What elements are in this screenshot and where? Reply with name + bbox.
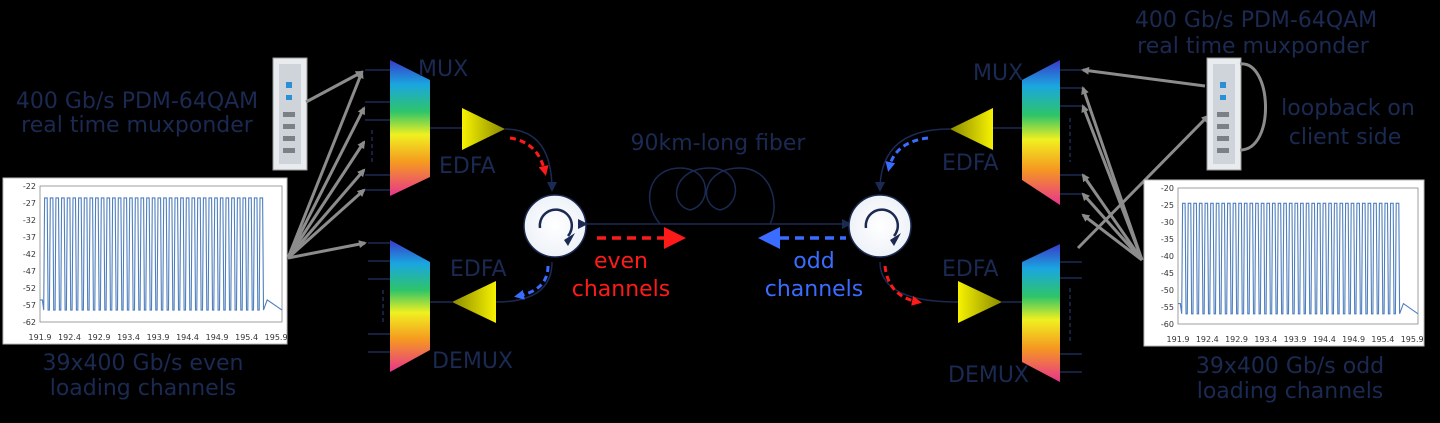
odd-label-2: channels: [765, 277, 864, 302]
left-mux: MUX: [365, 57, 468, 196]
left-chart-y-tick: -22: [23, 182, 36, 191]
right-transponder-card: [1206, 57, 1242, 171]
right-circulator: [848, 128, 959, 303]
left-chart-y-tick: -47: [23, 267, 36, 276]
loopback-arrow: [1239, 62, 1267, 152]
right-chart-y-tick: -45: [1161, 269, 1174, 278]
left-chart-x-tick: 194.4: [176, 333, 199, 342]
left-edfa-bottom: EDFA: [430, 257, 507, 323]
right-demux-label: DEMUX: [948, 363, 1029, 388]
left-even-input-arrow: [509, 136, 549, 176]
left-loading-label-1: 39x400 Gb/s even: [43, 351, 244, 376]
right-chart-x-tick: 192.9: [1225, 335, 1248, 344]
left-loading-label-2: loading channels: [50, 376, 237, 401]
odd-channels-arrowhead: [758, 227, 780, 249]
left-spectrum-chart: -22 -27 -32 -37 -42 -47 -52 -57 -62 191.9 192.4 192…: [2, 177, 288, 345]
left-chart-x-tick: 194.9: [206, 333, 229, 342]
right-chart-y-tick: -20: [1161, 184, 1174, 193]
left-edfa-top-label: EDFA: [439, 154, 496, 179]
loopback-label-1: loopback on: [1281, 96, 1415, 121]
left-chart-x-tick: 193.4: [117, 333, 140, 342]
left-chart-y-tick: -37: [23, 233, 36, 242]
left-chart-x-tick: 191.9: [29, 333, 52, 342]
right-edfa-bottom-label: EDFA: [942, 257, 999, 282]
right-edfa-bottom: EDFA: [942, 257, 1022, 323]
right-loading-label-1: 39x400 Gb/s odd: [1196, 354, 1384, 379]
fiber-spool: [649, 167, 775, 225]
right-mux: MUX: [973, 60, 1082, 205]
left-odd-output-arrow: [514, 265, 550, 300]
right-chart-y-tick: -25: [1161, 201, 1174, 210]
left-demux-label: DEMUX: [432, 349, 513, 374]
left-edfa-top: EDFA: [439, 108, 505, 179]
right-spectrum-trace: [1178, 202, 1419, 315]
left-chart-x-tick: 193.9: [147, 333, 170, 342]
left-chart-y-tick: -57: [23, 301, 36, 310]
right-odd-input-arrow: [885, 136, 929, 172]
left-chart-x-tick: 192.4: [58, 333, 81, 342]
left-chart-y-tick: -27: [23, 199, 36, 208]
right-chart-x-tick: 195.9: [1401, 335, 1424, 344]
right-spectrum-chart: -20 -25 -30 -35 -40 -45 -50 -55 -60 191.9 192.4 192…: [1143, 179, 1425, 347]
right-chart-y-tick: -40: [1161, 252, 1174, 261]
fiber-link: 90km-long fiber: [578, 131, 852, 229]
left-chart-x-tick: 195.9: [265, 333, 288, 342]
right-chart-y-tick: -60: [1161, 320, 1174, 329]
left-chart-x-tick: 192.9: [88, 333, 111, 342]
left-mux-label: MUX: [418, 57, 468, 82]
fiber-label: 90km-long fiber: [631, 131, 807, 156]
loopback-label-2: client side: [1289, 125, 1402, 150]
right-loading-label-2: loading channels: [1197, 379, 1384, 404]
even-channels-arrowhead: [664, 227, 686, 249]
right-transponder-label-1: 400 Gb/s PDM-64QAM: [1135, 8, 1377, 33]
left-circulator: [495, 128, 587, 303]
right-chart-y-tick: -50: [1161, 286, 1174, 295]
right-chart-axes: [1177, 187, 1419, 325]
odd-label-1: odd: [793, 249, 834, 274]
right-transponder-label-2: real time muxponder: [1137, 34, 1370, 59]
left-chart-axes: [39, 185, 283, 323]
right-gray-arrows: [1076, 66, 1210, 262]
left-edfa-bottom-label: EDFA: [450, 257, 507, 282]
right-chart-x-tick: 194.9: [1342, 335, 1365, 344]
left-transponder-card: [272, 57, 308, 171]
right-edfa-top: EDFA: [942, 108, 1022, 176]
right-mux-label: MUX: [973, 61, 1023, 86]
right-chart-y-tick: -55: [1161, 303, 1174, 312]
right-chart-x-tick: 192.4: [1196, 335, 1219, 344]
left-demux: DEMUX: [368, 240, 513, 374]
left-chart-y-tick: -52: [23, 284, 36, 293]
right-chart-x-tick: 191.9: [1167, 335, 1190, 344]
left-chart-y-tick: -42: [23, 250, 36, 259]
right-edfa-top-label: EDFA: [942, 151, 999, 176]
right-chart-x-tick: 195.4: [1371, 335, 1394, 344]
even-label-2: channels: [572, 277, 671, 302]
right-chart-y-tick: -30: [1161, 218, 1174, 227]
right-demux: DEMUX: [948, 244, 1082, 388]
left-chart-y-tick: -32: [23, 216, 36, 225]
left-transponder-label-1: 400 Gb/s PDM-64QAM: [16, 89, 258, 114]
right-chart-y-tick: -35: [1161, 235, 1174, 244]
right-chart-x-tick: 194.4: [1313, 335, 1336, 344]
left-gray-arrows: [286, 70, 367, 260]
left-transponder-label-2: real time muxponder: [21, 113, 254, 138]
left-spectrum-trace: [40, 197, 283, 311]
left-chart-y-tick: -62: [23, 318, 36, 327]
right-chart-x-tick: 193.4: [1254, 335, 1277, 344]
right-chart-x-tick: 193.9: [1284, 335, 1307, 344]
even-label-1: even: [594, 249, 648, 274]
left-chart-x-tick: 195.4: [235, 333, 258, 342]
right-even-output-arrow: [883, 265, 922, 306]
left-chart-frame: [2, 177, 288, 345]
